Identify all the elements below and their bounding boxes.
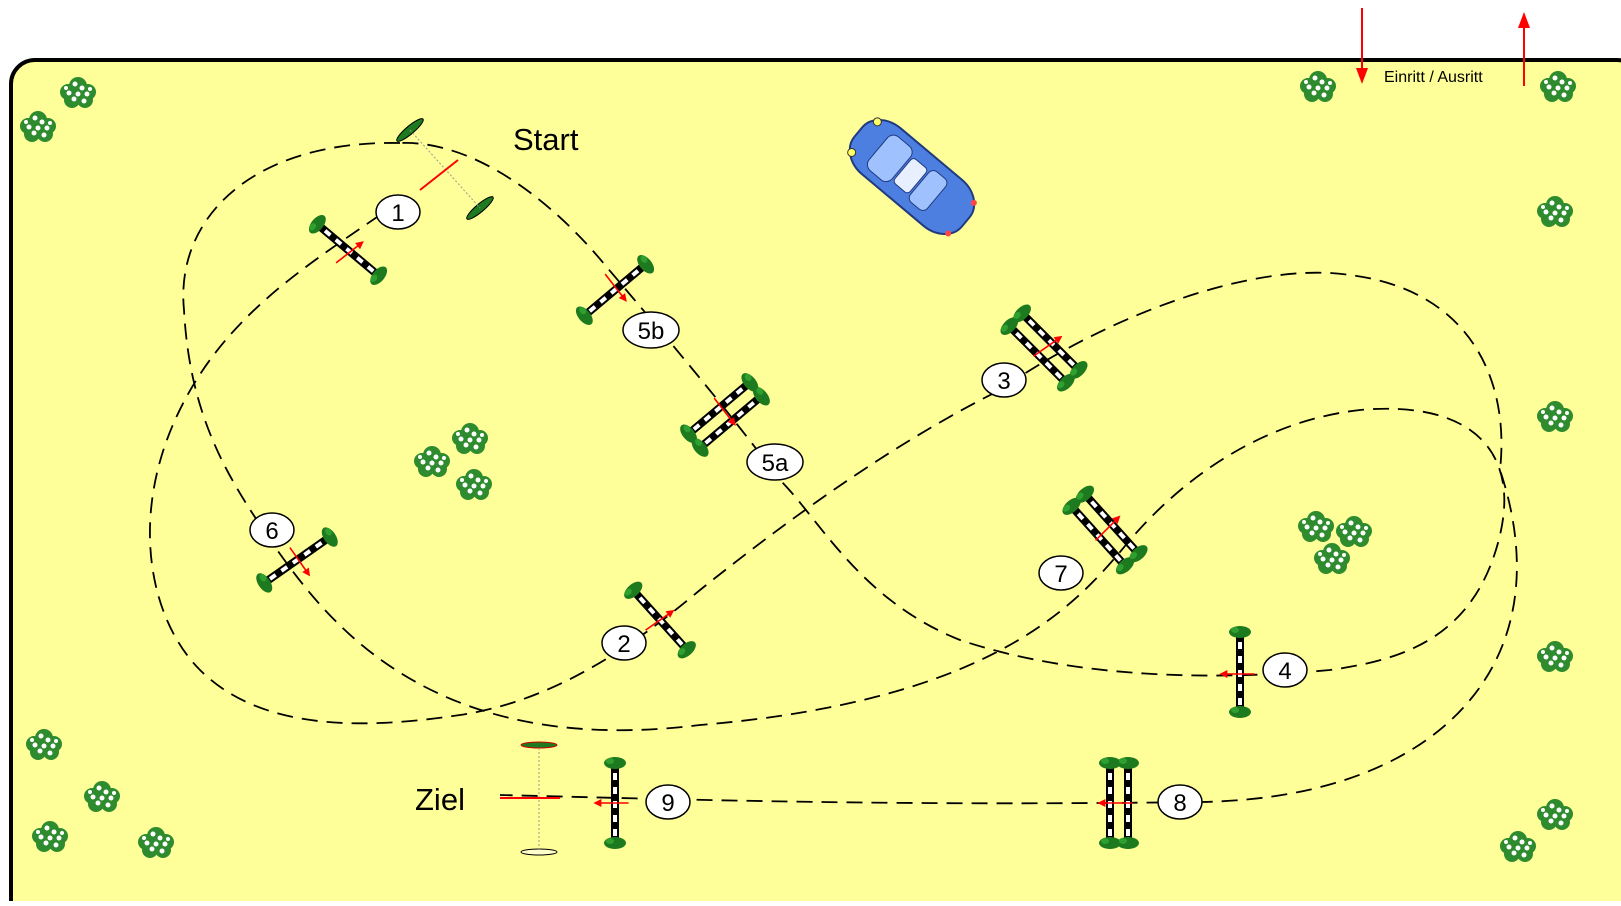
label-6: 6 xyxy=(249,512,295,548)
svg-text:6: 6 xyxy=(265,518,278,545)
label-5a: 5a xyxy=(746,443,804,481)
entrance-label: Einritt / Ausritt xyxy=(1384,69,1483,86)
svg-text:5a: 5a xyxy=(762,450,789,477)
obstacle-labels: 1 2 3 4 5a 5b 6 7 8 9 xyxy=(249,194,1308,820)
label-4: 4 xyxy=(1262,652,1308,688)
svg-text:9: 9 xyxy=(661,790,674,817)
car-icon xyxy=(847,117,977,237)
svg-text:8: 8 xyxy=(1173,790,1186,817)
svg-text:3: 3 xyxy=(997,368,1010,395)
label-7: 7 xyxy=(1038,555,1084,591)
label-2: 2 xyxy=(601,625,647,661)
finish-line xyxy=(500,741,560,856)
label-5b: 5b xyxy=(622,311,680,349)
label-8: 8 xyxy=(1157,784,1203,820)
label-9: 9 xyxy=(645,784,691,820)
svg-text:7: 7 xyxy=(1054,561,1067,588)
entrance: Einritt / Ausritt xyxy=(1356,8,1530,86)
label-1: 1 xyxy=(375,194,421,230)
start-line xyxy=(396,118,494,220)
svg-text:5b: 5b xyxy=(638,318,665,345)
start-label: Start xyxy=(513,122,579,157)
label-3: 3 xyxy=(981,362,1027,398)
finish-label: Ziel xyxy=(415,782,465,817)
svg-text:4: 4 xyxy=(1278,658,1291,685)
svg-text:1: 1 xyxy=(391,200,404,227)
svg-text:2: 2 xyxy=(617,631,630,658)
arena xyxy=(9,58,1621,906)
